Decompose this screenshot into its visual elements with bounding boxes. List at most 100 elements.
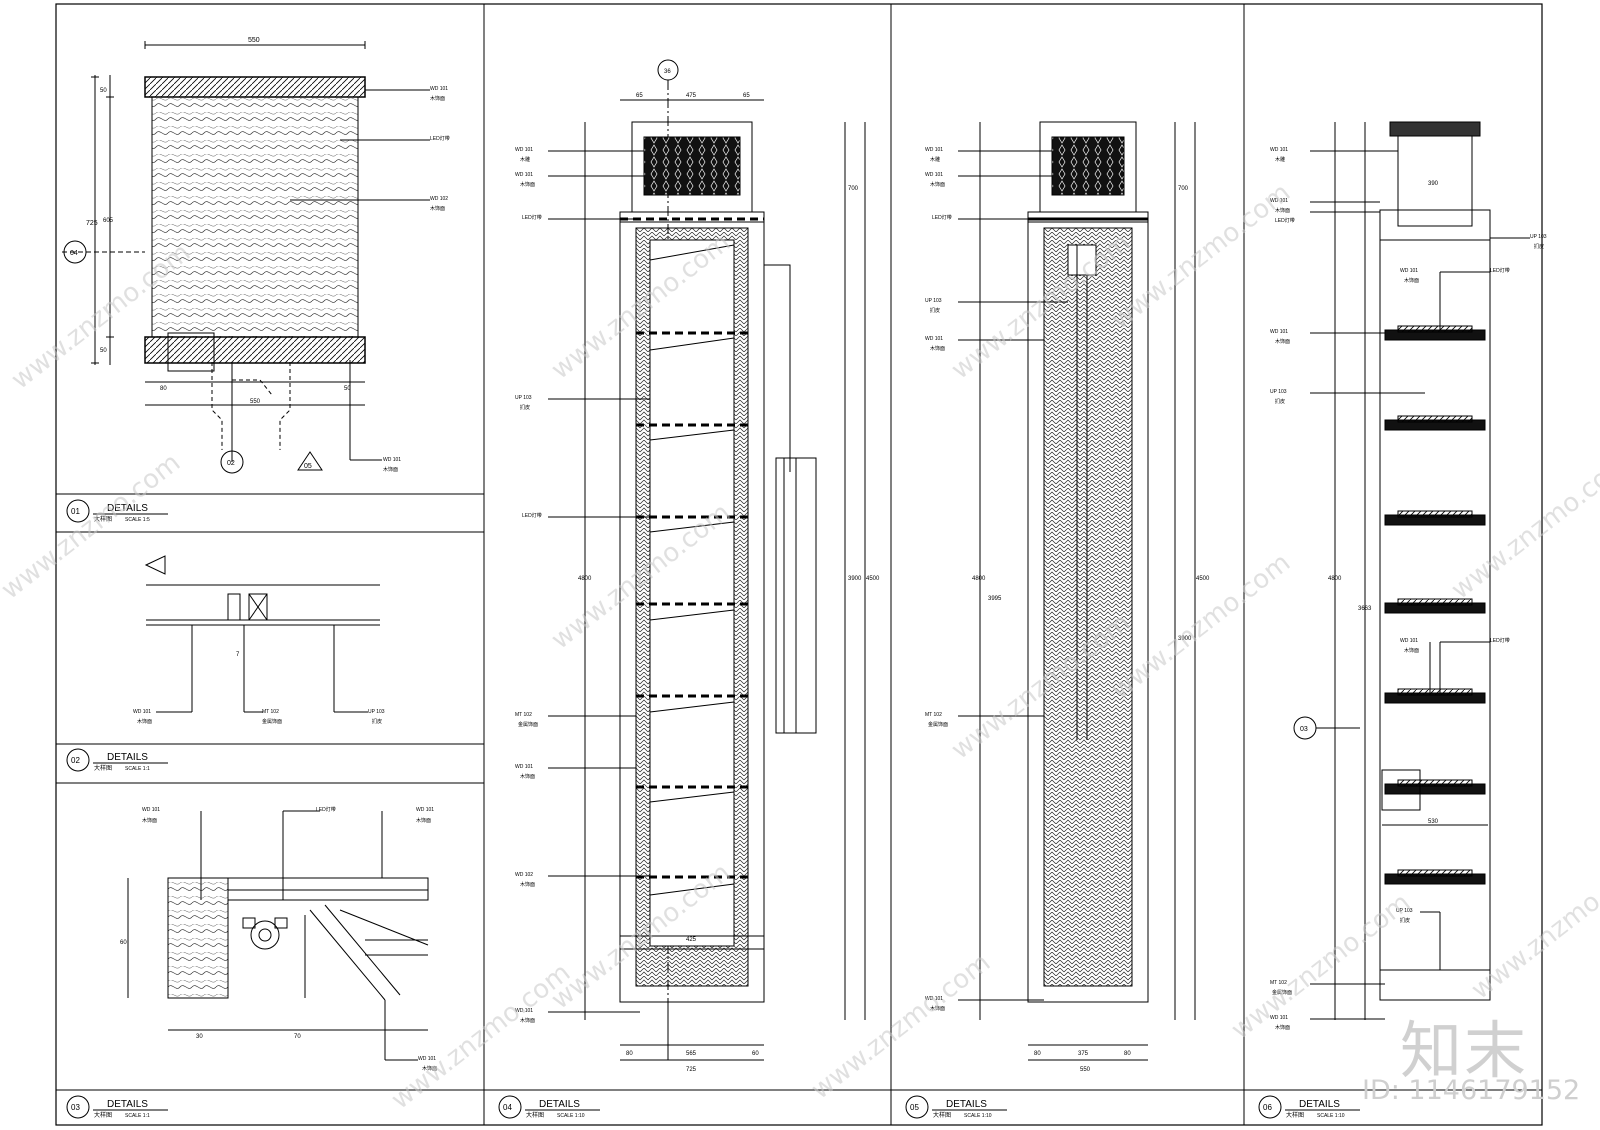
tag-metal-04: 金属饰面 [518,721,538,728]
svg-text:大样图: 大样图 [933,1111,951,1119]
tag-wd101-04a: WD 101 [515,147,533,153]
svg-text:大样图: 大样图 [94,1111,112,1119]
tag-wood-06b: 木饰面 [1275,207,1290,214]
tag-wd101-04b: WD 101 [515,172,533,178]
dim-80-04: 80 [626,1051,633,1057]
dim-3995: 3995 [988,596,1002,602]
dim-530: 530 [1428,819,1439,825]
tag-wd101-06f: WD 101 [1270,1015,1288,1021]
dim-605: 605 [103,218,114,224]
tag-wd102-04: WD 102 [515,872,533,878]
detail-03-drawing [127,810,429,1061]
svg-text:SCALE 1:1: SCALE 1:1 [125,766,150,772]
detail-04-drawing [548,59,866,1061]
dim-60-03: 60 [120,940,127,946]
dim-375: 375 [1078,1051,1089,1057]
tag-wood-06f: 木饰面 [1275,1024,1290,1031]
svg-text:SCALE 1:5: SCALE 1:5 [125,517,150,523]
tag-led-05: LED灯带 [932,214,952,221]
tag-led-06a: LED灯带 [1275,217,1295,224]
tag-wood-05c: 木饰面 [930,345,945,352]
tag-wd101-06e: WD 101 [1400,638,1418,644]
tag-up103-05: UP 103 [925,298,942,304]
title-block-03: 03 DETAILS 大样图 SCALE 1:1 [66,1095,168,1119]
svg-text:www.znzmo.com: www.znzmo.com [0,448,186,606]
title-block-05: 05 DETAILS 大样图 SCALE 1:10 [905,1095,1007,1119]
svg-text:SCALE 1:10: SCALE 1:10 [964,1113,992,1119]
sheet-frame [55,3,1543,1126]
tag-leather-06a: 扪皮 [1534,243,1544,250]
dim-4500-05: 4500 [1196,576,1210,582]
callout-36: 36 [664,69,671,75]
svg-text:www.znzmo.com: www.znzmo.com [1106,548,1296,706]
tag-wood-03b: 木饰面 [416,817,431,824]
svg-text:DETAILS: DETAILS [107,1099,148,1110]
svg-text:02: 02 [71,756,80,765]
dim-4800-04: 4800 [578,576,592,582]
title-block-06: 06 DETAILS 大样图 SCALE 1:10 [1258,1095,1360,1119]
tag-wood-finish: 木饰面 [430,95,445,102]
svg-text:DETAILS: DETAILS [946,1099,987,1110]
tag-wd101-06d: WD 101 [1270,329,1288,335]
svg-text:www.znzmo.com: www.znzmo.com [1106,178,1296,336]
dim-725-04: 725 [686,1067,697,1073]
svg-text:04: 04 [503,1103,512,1112]
tag-wd101-05b: WD 101 [925,172,943,178]
tag-wood-04d: 木饰面 [520,881,535,888]
svg-text:DETAILS: DETAILS [107,752,148,763]
tag-led-04a: LED灯带 [522,214,542,221]
svg-text:SCALE 1:1: SCALE 1:1 [125,1113,150,1119]
tag-up103-02: UP 103 [368,709,385,715]
tag-wd101-03b: WD 101 [416,807,434,813]
tag-carve-04: 木雕 [520,156,530,163]
dim-65a: 65 [636,93,643,99]
dim-425: 425 [686,937,697,943]
detail-02-drawing [144,555,380,713]
dim-70: 70 [294,1034,301,1040]
svg-text:大样图: 大样图 [94,515,112,523]
svg-text:DETAILS: DETAILS [107,503,148,514]
svg-text:05: 05 [910,1103,919,1112]
dim-80: 80 [160,386,167,392]
tag-wd101: WD 101 [430,86,448,92]
tag-led-06b: LED灯带 [1490,267,1510,274]
tag-wood-04b: 木饰面 [520,181,535,188]
tag-wd101-05c: WD 101 [925,336,943,342]
detail-05-labels: 375 550 80 80 4800 3995 3900 4500 700 WD… [925,147,1210,1073]
callout-04: 04 [70,250,78,257]
tag-wd101-04c: WD 101 [515,764,533,770]
detail-05-drawing [958,121,1196,1061]
tag-mt102-05: MT 102 [925,712,942,718]
tag-wd101-b: WD 101 [383,457,401,463]
detail-06-drawing [1293,121,1530,1020]
tag-up103-06b: UP 103 [1270,389,1287,395]
dim-7: 7 [236,652,240,658]
tag-mt102-02: MT 102 [262,709,279,715]
tag-wd101-03c: WD 101 [418,1056,436,1062]
tag-wood-04c: 木饰面 [520,773,535,780]
tag-metal-05: 金属饰面 [928,721,948,728]
tag-wood-04e: 木饰面 [520,1017,535,1024]
title-block-01: 01 DETAILS 大样图 SCALE 1:5 [66,499,168,523]
svg-text:大样图: 大样图 [526,1111,544,1119]
tag-metal-02: 金属饰面 [262,718,282,725]
dim-550-05: 550 [1080,1067,1091,1073]
tag-metal-06: 金属饰面 [1272,989,1292,996]
svg-text:DETAILS: DETAILS [539,1099,580,1110]
svg-text:DETAILS: DETAILS [1299,1099,1340,1110]
dim-390-06: 390 [1428,181,1439,187]
dim-65b: 65 [743,93,750,99]
dim-550-top: 550 [248,37,260,44]
tag-led-06c: LED灯带 [1490,637,1510,644]
tag-wood-02: 木饰面 [137,718,152,725]
dim-80-05a: 80 [1034,1051,1041,1057]
tag-leather-04: 扪皮 [520,404,530,411]
tag-up103-04: UP 103 [515,395,532,401]
detail-02-labels: WD 101 木饰面 MT 102 金属饰面 UP 103 扪皮 7 [133,652,385,725]
tag-mt102-04: MT 102 [515,712,532,718]
dim-565: 565 [686,1051,697,1057]
tag-wd101-06a: WD 101 [1270,147,1288,153]
dim-700-05: 700 [1178,186,1189,192]
dim-3663: 3663 [1358,606,1372,612]
tag-wd101-02: WD 101 [133,709,151,715]
